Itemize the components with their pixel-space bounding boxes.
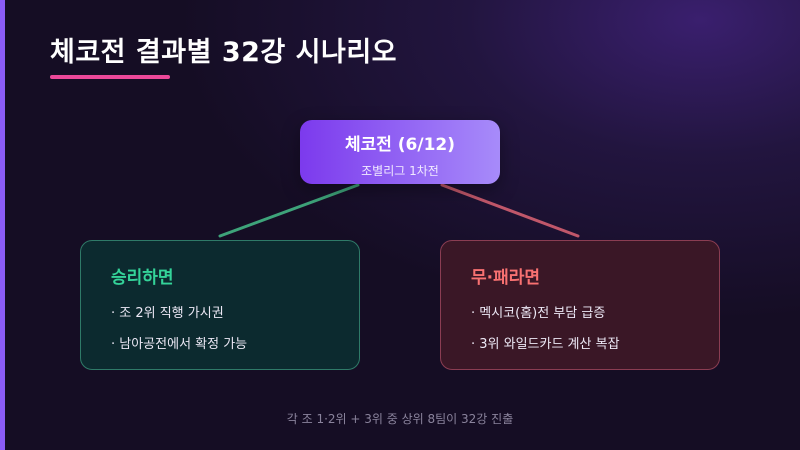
connector-win <box>218 183 360 238</box>
list-item: · 조 2위 직행 가시권 <box>111 306 224 321</box>
footer-note: 각 조 1·2위 + 3위 중 상위 8팀이 32강 진출 <box>286 412 514 426</box>
branch-lose-title: 무·패라면 <box>471 268 541 288</box>
branch-lose-list: · 멕시코(홈)전 부담 급증 · 3위 와일드카드 계산 복잡 <box>471 302 719 352</box>
list-item: · 멕시코(홈)전 부담 급증 <box>471 306 606 321</box>
connector-lose <box>440 183 580 238</box>
branch-win-list: · 조 2위 직행 가시권 · 남아공전에서 확정 가능 <box>111 302 359 352</box>
title-underline <box>50 75 170 79</box>
branch-win-card: 승리하면 · 조 2위 직행 가시권 · 남아공전에서 확정 가능 <box>80 240 360 370</box>
root-node-subtitle: 조별리그 1차전 <box>361 164 439 178</box>
root-node-czech-match: 체코전 (6/12) 조별리그 1차전 <box>300 120 500 184</box>
list-item: · 3위 와일드카드 계산 복잡 <box>471 337 620 352</box>
left-accent-bar <box>0 0 5 450</box>
branch-lose-card: 무·패라면 · 멕시코(홈)전 부담 급증 · 3위 와일드카드 계산 복잡 <box>440 240 720 370</box>
list-item: · 남아공전에서 확정 가능 <box>111 337 248 352</box>
branch-win-title: 승리하면 <box>111 268 174 288</box>
page-title: 체코전 결과별 32강 시나리오 <box>50 37 398 68</box>
root-node-title: 체코전 (6/12) <box>344 135 456 155</box>
